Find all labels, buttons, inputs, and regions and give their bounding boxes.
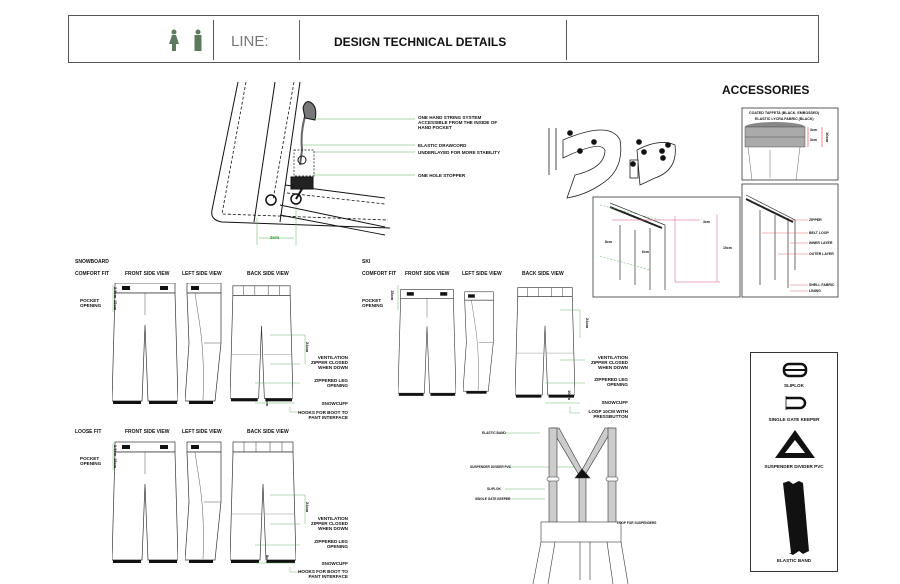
sliplok-icon xyxy=(782,362,808,378)
measure: 24cm xyxy=(305,342,310,353)
measure: 8cm xyxy=(265,398,270,407)
callout-hooks: HOOKS FOR BOOT TO PANT INTERFACE xyxy=(298,569,348,580)
suspenders-drawing xyxy=(532,427,629,584)
line-label: LINE: xyxy=(231,33,269,50)
callout-snowcuff: SNOWCUFF xyxy=(601,400,628,405)
snowboard-pants-drawings xyxy=(112,283,293,405)
callout-zippered-leg: ZIPPERED LEG OPENING xyxy=(594,377,628,388)
measure: 10cm xyxy=(723,246,732,250)
callout-gate-keeper: SINGLE GATE KEEPER xyxy=(475,497,511,501)
pocket-opening-label: POCKET OPENING xyxy=(80,456,102,467)
divider xyxy=(213,20,214,60)
callout-ventilation: VENTILATION ZIPPER CLOSED WHEN DOWN xyxy=(310,355,348,371)
accessories-title: ACCESSORIES xyxy=(722,83,810,97)
callout-snowcuff: SNOWCUFF xyxy=(321,401,348,406)
view-label: FRONT SIDE VIEW xyxy=(125,271,170,277)
section-ski: SKI xyxy=(362,259,371,265)
callout-snowcuff: SNOWCUFF xyxy=(321,561,348,566)
view-label: LEFT SIDE VIEW xyxy=(182,271,222,277)
callout-hand-string: ONE HAND STRING SYSTEM ACCESSIBLE FROM T… xyxy=(418,115,498,131)
view-label: BACK SIDE VIEW xyxy=(522,271,564,277)
label-shell-fabric: SHELL FABRIC xyxy=(809,283,835,287)
pocket-opening-label: POCKET OPENING xyxy=(80,298,102,309)
callout-divider: SUSPENDER DIVIDER PVC xyxy=(470,465,512,469)
measure: 2.5cm xyxy=(113,445,118,457)
elastic-band-icon xyxy=(783,481,809,555)
female-icon xyxy=(169,29,179,51)
measure: 15cm xyxy=(390,290,395,301)
label-zipper: ZIPPER xyxy=(809,218,822,222)
label-belt-loop: BELT LOOP xyxy=(809,231,829,235)
view-label: BACK SIDE VIEW xyxy=(247,271,289,277)
callout-elastic-drawcord: ELASTIC DRAWCORD xyxy=(418,143,467,148)
measure: 10cm xyxy=(825,132,830,143)
belt-loop-box xyxy=(592,196,741,298)
legend-label: SUSPENDER DIVIDER PVC xyxy=(764,464,824,469)
fit-label: COMFORT FIT xyxy=(362,271,397,277)
view-label: FRONT SIDE VIEW xyxy=(405,271,450,277)
label-lining: LINING xyxy=(809,289,821,293)
label-elastic-lycra: ELASTIC LYCRA FABRIC (BLACK) xyxy=(755,117,814,121)
pocket-drawcord-detail xyxy=(211,81,415,245)
header-bar: LINE: DESIGN TECHNICAL DETAILS xyxy=(68,15,819,63)
measure: 15cm xyxy=(113,458,118,469)
male-icon xyxy=(194,29,202,51)
layer-box xyxy=(741,183,839,298)
view-label: BACK SIDE VIEW xyxy=(247,429,289,435)
measure: 24cm xyxy=(305,502,310,513)
measure: 15cm xyxy=(113,300,118,311)
suspender-divider-icon xyxy=(775,430,815,458)
view-label: FRONT SIDE VIEW xyxy=(125,429,170,435)
legend-label: SLIPLOK xyxy=(784,383,804,388)
gate-keeper-icon xyxy=(785,396,807,410)
callout-zippered-leg: ZIPPERED LEG OPENING xyxy=(314,539,348,550)
measure: 2.5cm xyxy=(113,287,118,299)
leader-lines xyxy=(112,285,615,573)
label-outer-layer: OUTER LAYER xyxy=(809,252,834,256)
label-inner-layer: INNER LAYER xyxy=(809,241,833,245)
callout-stopper: ONE HOLE STOPPER xyxy=(418,173,466,178)
callout-loop-suspenders: LOOP FOR SUSPENDERS xyxy=(617,521,657,525)
callout-hooks: HOOKS FOR BOOT TO PANT INTERFACE xyxy=(298,410,348,421)
callout-ventilation: VENTILATION ZIPPER CLOSED WHEN DOWN xyxy=(590,355,628,371)
pocket-opening-label: POCKET OPENING xyxy=(362,298,384,309)
divider xyxy=(299,20,300,60)
section-snowboard: SNOWBOARD xyxy=(75,259,109,265)
waistband-box xyxy=(741,107,839,181)
callout-ventilation: VENTILATION ZIPPER CLOSED WHEN DOWN xyxy=(310,516,348,532)
ski-pants-drawings xyxy=(398,287,575,399)
legend-label: SINGLE GATE KEEPER xyxy=(768,417,820,422)
callout-sliplok: SLIPLOK xyxy=(487,487,501,491)
callout-zippered-leg: ZIPPERED LEG OPENING xyxy=(314,378,348,389)
waistband-ribbon-detail xyxy=(548,128,676,199)
divider xyxy=(566,20,567,60)
view-label: LEFT SIDE VIEW xyxy=(462,271,502,277)
measure: 24cm xyxy=(585,318,590,329)
measure: 3cm xyxy=(810,138,818,142)
accessories-legend: SLIPLOK SINGLE GATE KEEPER SUSPENDER DIV… xyxy=(750,352,838,572)
measure: 3cm xyxy=(810,128,818,132)
label-coated-taffeta: COATED TAFFETA (BLACK, EMBOSSED) xyxy=(749,111,820,115)
measure: 10cm xyxy=(567,390,572,401)
measure: 3cm xyxy=(703,220,711,224)
view-label: LEFT SIDE VIEW xyxy=(182,429,222,435)
callout-loop: LOOP 10CM WITH PRESSBUTTON xyxy=(588,409,628,420)
callout-elastic-band: ELASTIC BAND xyxy=(482,431,506,435)
fit-label: COMFORT FIT xyxy=(75,271,110,277)
measure: 8cm xyxy=(265,555,270,564)
measure: 8cm xyxy=(605,240,613,244)
measure: 6cm xyxy=(642,250,650,254)
measure-2cm: 2cm xyxy=(270,235,280,240)
legend-label: ELASTIC BAND xyxy=(776,558,812,563)
page-title: DESIGN TECHNICAL DETAILS xyxy=(334,35,507,49)
fit-label: LOOSE FIT xyxy=(75,429,102,435)
callout-underlayed: UNDERLAYED FOR MORE STABILITY xyxy=(418,150,501,155)
